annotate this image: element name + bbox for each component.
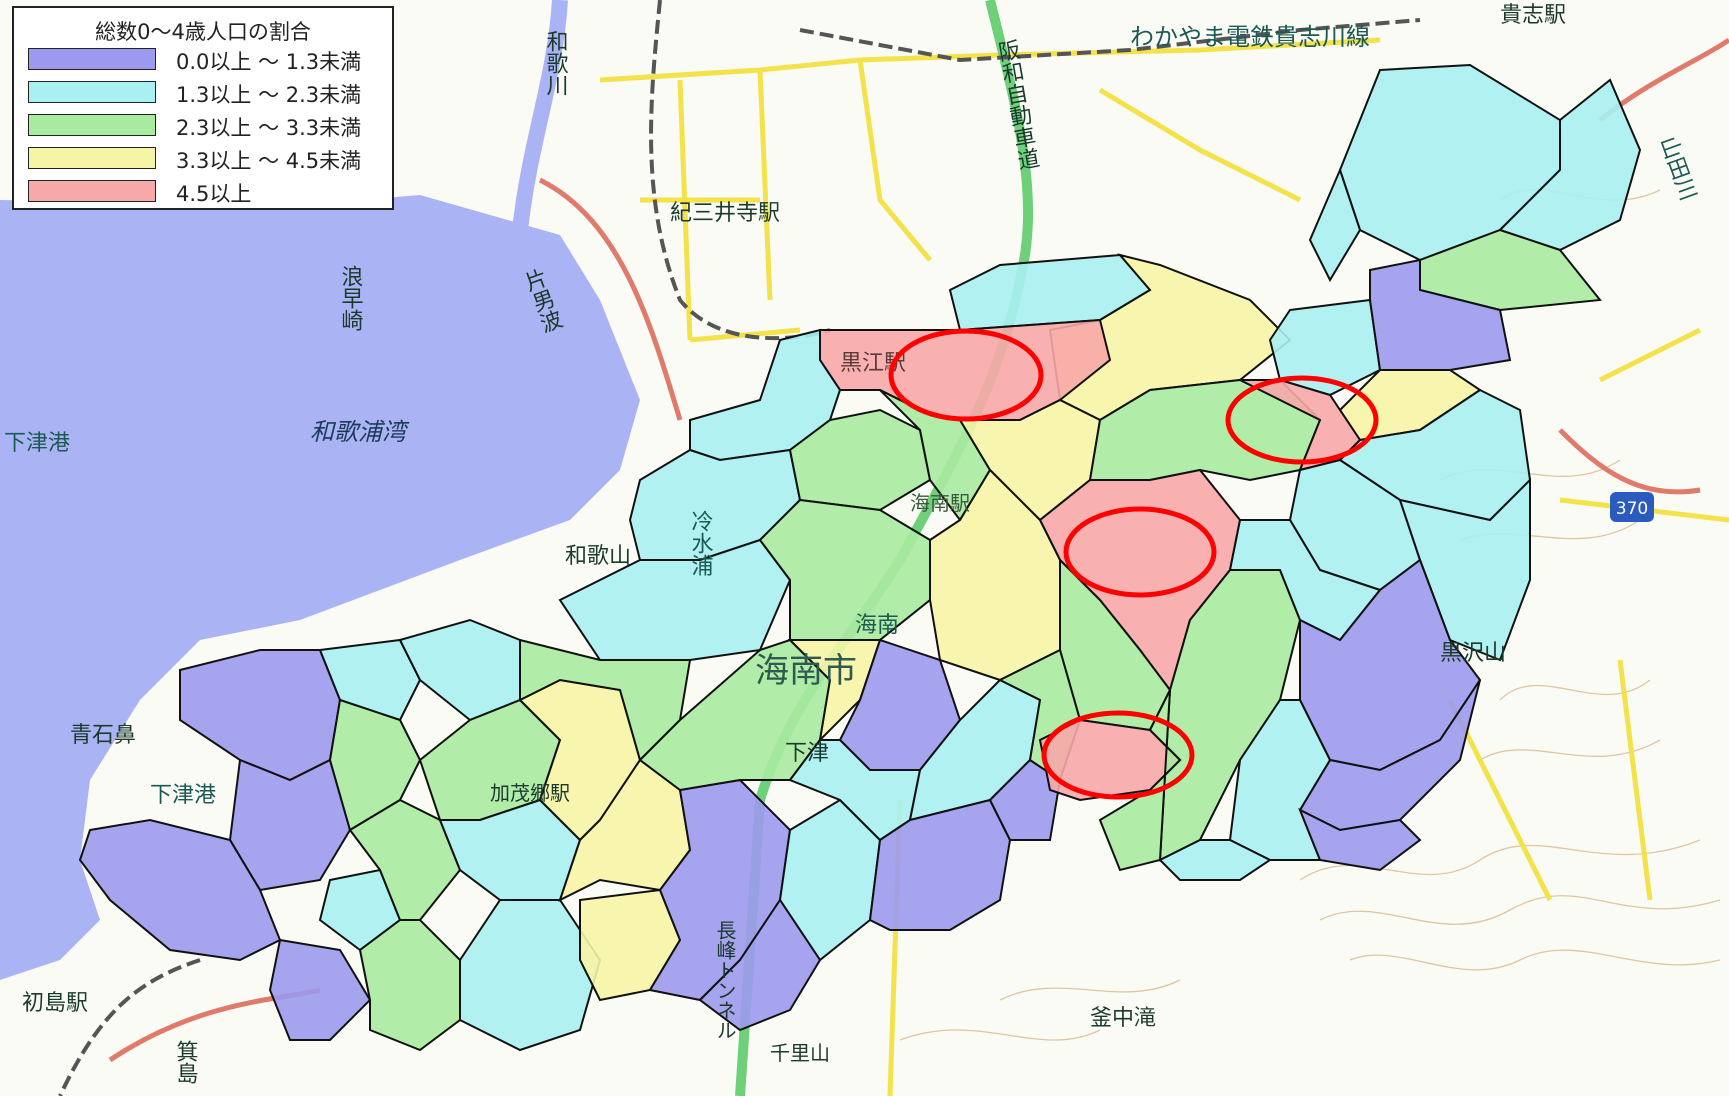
region-se-purple-3 [1298, 807, 1422, 872]
label-shimotsu-port: 下津港 [150, 783, 216, 808]
label-kuroiwa-yama: 黒沢山 [1440, 641, 1506, 666]
region-wp-green-2 [348, 798, 462, 921]
legend-label: 4.5以上 [176, 182, 252, 206]
label-kainan: 海南 [855, 613, 899, 638]
region-wp-cyan-1 [318, 638, 422, 722]
region-n-purple-1 [1369, 258, 1512, 371]
legend-swatch [28, 180, 156, 202]
legend-label: 2.3以上 〜 3.3未満 [176, 116, 362, 140]
label-nagamine-tunnel: 長峰トンネル [713, 920, 737, 1040]
highlight-south [1041, 710, 1195, 800]
legend-swatch [28, 147, 156, 169]
region-s-cyan-3 [459, 899, 602, 1052]
label-reisui-ura: 冷水浦 [688, 510, 714, 576]
legend-row: 0.0以上 〜 1.3未満 [14, 44, 392, 77]
legend-row: 3.3以上 〜 4.5未満 [14, 143, 392, 176]
label-kainan-city: 海南市 [755, 651, 857, 691]
legend-swatch [28, 81, 156, 103]
label-aoishi-bana: 青石鼻 [70, 723, 136, 748]
label-shimotsu: 下津 [785, 741, 829, 766]
label-minoshima: 箕島 [173, 1040, 199, 1084]
region-s-purple-3 [868, 798, 1012, 931]
label-nami-hayazaki: 浪早崎 [338, 265, 364, 331]
label-wakayama-railway: わかやま電鉄貴志川線 [1130, 23, 1370, 51]
label-wakayama-port: 和歌山 [565, 544, 631, 569]
label-kamanaka-taki: 釜中滝 [1090, 1006, 1156, 1031]
region-s-purple-4 [988, 758, 1062, 841]
legend-label: 1.3以上 〜 2.3未満 [176, 83, 362, 107]
legend-label: 0.0以上 〜 1.3未満 [176, 50, 362, 74]
region-s-purple-5 [698, 898, 822, 1032]
sea [0, 195, 640, 980]
label-kimiidera-station: 紀三井寺駅 [670, 201, 780, 226]
legend-title: 総数0〜4歳人口の割合 [95, 20, 311, 44]
legend-label: 3.3以上 〜 4.5未満 [176, 149, 362, 173]
region-ne-2 [1498, 78, 1642, 252]
region-s-cyan-7 [1158, 839, 1272, 881]
legend-swatch [28, 114, 156, 136]
label-shimotsu-port-left: 下津港 [4, 431, 70, 456]
label-kamo-station: 加茂郷駅 [490, 781, 570, 805]
label-wakayama-river: 和歌川 [543, 30, 569, 96]
route-370-shield: 370 [1610, 492, 1654, 522]
label-kainan-station: 海南駅 [910, 491, 970, 515]
label-kishi-station: 貴志駅 [1500, 3, 1566, 28]
highlight-kainan-station [1063, 506, 1217, 598]
highlight-kuroe [888, 328, 1044, 422]
highlight-northeast [1225, 375, 1379, 465]
highlight-circles [888, 328, 1379, 800]
legend-row: 2.3以上 〜 3.3未満 [14, 110, 392, 143]
roads [599, 37, 1729, 1096]
wakayama-river [512, 0, 568, 231]
label-hatsushima-station: 初島駅 [22, 991, 88, 1016]
legend-row: 1.3以上 〜 2.3未満 [14, 77, 392, 110]
national-road [108, 37, 1729, 1063]
legend-row: 4.5以上 [14, 176, 392, 209]
choropleth-regions [78, 63, 1642, 1052]
legend: 総数0〜4歳人口の割合 0.0以上 〜 1.3未満 1.3以上 〜 2.3未満 … [12, 6, 394, 210]
label-chiguri-yama: 千里山 [770, 1041, 830, 1065]
region-wp-purple-4 [268, 938, 372, 1041]
region-s-yellow-4 [787, 639, 882, 743]
region-ne-4 [1308, 167, 1362, 283]
region-wp-purple-3 [78, 818, 282, 962]
railway [58, 0, 1421, 1096]
legend-swatch [28, 48, 156, 70]
route-370-label: 370 [1616, 499, 1648, 519]
region-s-green-5 [1098, 689, 1182, 872]
label-wakaura-bay: 和歌浦湾 [310, 418, 410, 446]
